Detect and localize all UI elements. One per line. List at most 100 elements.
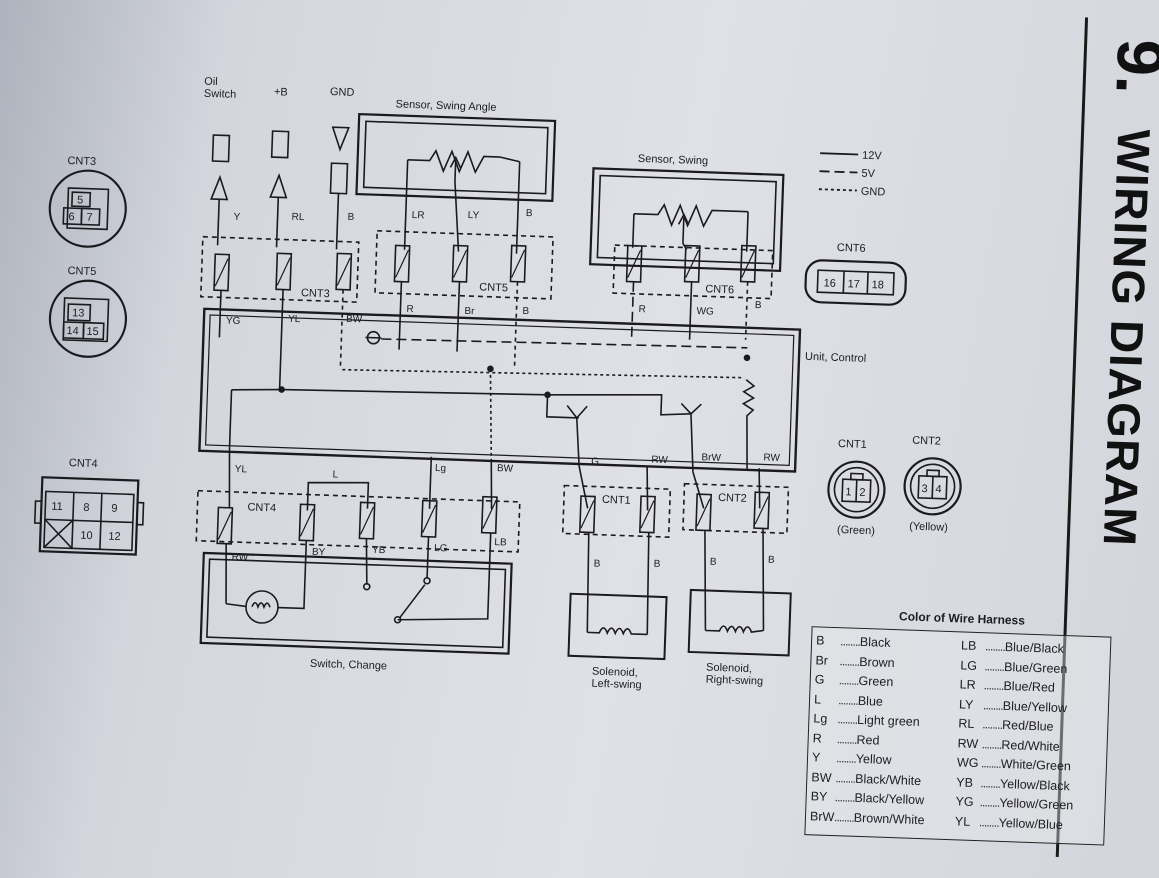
cnt1-face-label: CNT1 <box>838 438 867 451</box>
cnt5-face <box>48 279 128 358</box>
oil-switch-terminal <box>210 134 231 246</box>
cnt6-upper-group <box>612 244 774 300</box>
wire-l-lower: L <box>332 469 338 480</box>
wire-yl: YL <box>288 314 301 325</box>
cnt1-pin-2: 2 <box>859 487 866 499</box>
solenoid-right-label: Solenoid,Right-swing <box>706 662 764 688</box>
upper-wires <box>218 281 749 390</box>
wire-b-cnt5: B <box>522 306 529 317</box>
wire-color-name: Green <box>858 673 894 690</box>
leader-dots: ........ <box>836 731 857 747</box>
leader-dots: ........ <box>981 736 1002 752</box>
wire-b-sol1: B <box>593 559 600 570</box>
cnt1-note: (Green) <box>837 524 875 537</box>
wire-color-name: Black/White <box>854 771 922 788</box>
wire-color-name: Yellow/Green <box>999 795 1074 813</box>
cnt6-pin-18: 18 <box>871 279 884 291</box>
cnt5-upper-group <box>374 229 554 300</box>
wire-color-code: RL <box>958 716 975 731</box>
cnt4-pin-8: 8 <box>83 502 90 514</box>
leader-dots: ........ <box>839 634 861 649</box>
wire-color-name: Brown/White <box>853 810 925 827</box>
leader-dots: ........ <box>983 678 1004 693</box>
wire-ly: LY <box>468 210 480 221</box>
wire-rw-cnt1: RW <box>651 455 668 467</box>
wire-bw-lower: BW <box>497 463 514 475</box>
wire-color-name: Red/White <box>1001 737 1060 754</box>
control-unit-label: Unit, Control <box>805 351 867 365</box>
wire-color-name: Light green <box>856 712 920 730</box>
leader-dots: ........ <box>980 775 1001 791</box>
wire-yb-cnt4: YB <box>372 545 386 556</box>
wire-color-name: Blue/Yellow <box>1002 698 1068 715</box>
leader-dots: ........ <box>837 712 858 727</box>
leader-dots: ........ <box>833 809 855 825</box>
leader-dots: ........ <box>980 756 1001 771</box>
wire-color-name: Yellow <box>855 751 892 768</box>
cnt2-group-label: CNT2 <box>718 492 747 505</box>
wire-color-name: Blue <box>857 693 884 709</box>
wire-lg-lower: Lg <box>435 463 447 474</box>
sensor-swing-label: Sensor, Swing <box>638 153 709 167</box>
sensor-swing-angle-label: Sensor, Swing Angle <box>395 98 496 114</box>
leader-dots: ........ <box>837 692 859 708</box>
control-unit <box>198 307 802 473</box>
wire-color-name: Blue/Green <box>1003 659 1068 676</box>
battery-label: +B <box>274 86 288 98</box>
wire-by-cnt4: BY <box>312 547 326 558</box>
cnt1-lower-group <box>561 484 672 538</box>
cnt4-lower-group <box>195 489 521 553</box>
wire-color-code: B <box>815 633 825 648</box>
wire-b-sol4: B <box>768 555 775 566</box>
wire-color-code: LR <box>959 677 976 692</box>
leader-dots: ........ <box>982 717 1003 732</box>
cnt5-pin-14: 14 <box>66 325 79 337</box>
solenoid-right <box>687 528 792 657</box>
wire-lr: LR <box>412 210 425 221</box>
cnt5-pin-13: 13 <box>72 307 85 319</box>
cnt2-note: (Yellow) <box>909 521 948 534</box>
cnt6-pin-16: 16 <box>823 277 836 289</box>
wire-color-code: L <box>813 691 822 707</box>
wire-color-code: WG <box>956 755 979 771</box>
wire-color-name: Brown <box>858 654 895 670</box>
switch-change <box>199 532 513 655</box>
wire-color-legend-row: YL........Yellow/Blue <box>955 814 1101 839</box>
wire-rw-cnt4: RW <box>231 552 248 564</box>
solenoid-left <box>567 532 668 661</box>
sensor-swing <box>589 167 785 273</box>
cnt2-lower-group <box>682 482 790 535</box>
legend-gnd: GND <box>861 186 886 199</box>
cnt2-pin-4: 4 <box>935 483 942 495</box>
cnt1-group-label: CNT1 <box>602 494 631 507</box>
ground-terminal <box>329 126 350 250</box>
wire-color-code: G <box>814 672 825 687</box>
cnt4-pin-12: 12 <box>108 531 121 543</box>
cnt3-upper-group <box>199 235 360 303</box>
wire-wg-cnt6: WG <box>696 306 714 318</box>
wire-color-code: LY <box>958 696 974 712</box>
wire-color-name: Red/Blue <box>1001 717 1054 734</box>
leader-dots: ........ <box>978 814 999 830</box>
cnt5-pin-15: 15 <box>86 326 99 338</box>
wire-color-code: Br <box>815 652 829 668</box>
cnt3-face-label: CNT3 <box>67 155 96 168</box>
wire-color-code: YL <box>954 813 971 829</box>
battery-wire: RL <box>291 212 305 223</box>
cnt2-pin-3: 3 <box>921 483 928 495</box>
wire-color-code: YB <box>956 774 974 790</box>
wire-color-name: Yellow/Black <box>999 776 1070 793</box>
wire-color-code: LG <box>960 657 978 673</box>
cnt3-face <box>48 169 127 248</box>
cnt4-group-label: CNT4 <box>247 501 276 514</box>
wire-rw-cnt2: RW <box>763 452 780 464</box>
wire-r-cnt5: R <box>406 304 414 315</box>
wire-color-code: LB <box>960 638 977 653</box>
wire-b-sol2: B <box>654 559 661 570</box>
